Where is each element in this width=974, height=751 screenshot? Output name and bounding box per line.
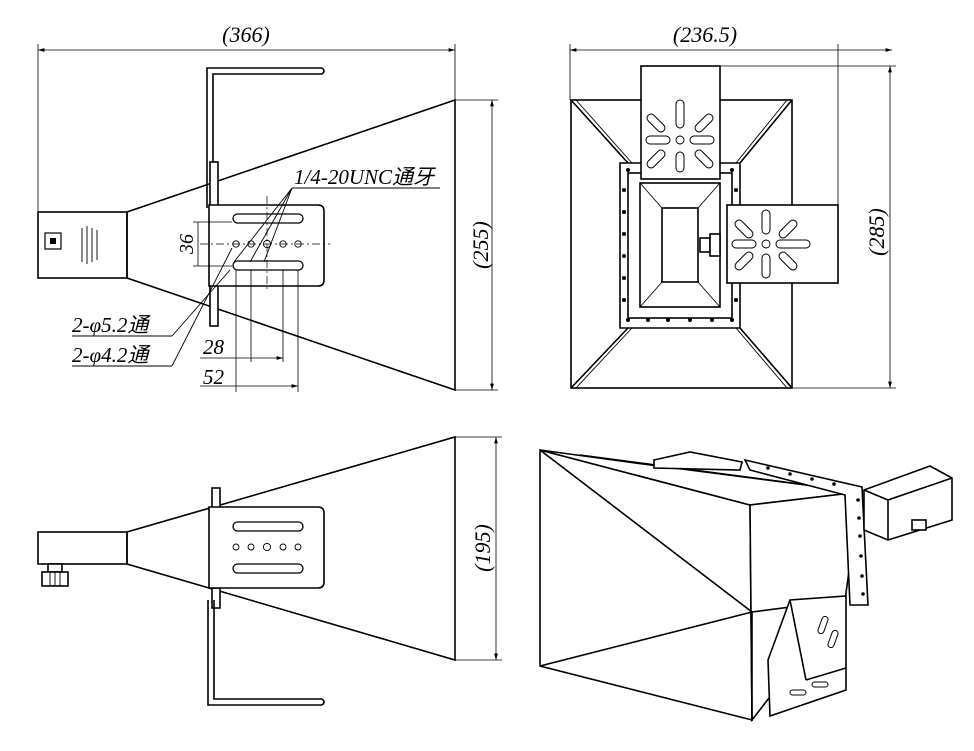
connector-stub-nut: [709, 233, 721, 257]
hole-note-1-label: 2-φ5.2通: [72, 313, 151, 337]
slot-spacing-label: 36: [176, 234, 198, 255]
hole-note-2-leader: [171, 247, 233, 367]
horn-edge-br: [739, 327, 793, 389]
horn-edge-tl: [570, 99, 629, 164]
horn-outline: [126, 98, 456, 392]
bracket-rod-end: [321, 67, 325, 75]
rotary-plate-top-slots: [645, 99, 715, 173]
rotary-plate-right-center: [761, 239, 771, 249]
leader-line-2: [249, 187, 293, 263]
bottom-mounting-plate: [208, 506, 325, 589]
iso-connector-port: [911, 519, 927, 531]
horn-edge-bl: [570, 327, 629, 389]
bottom-slot-top: [232, 521, 304, 532]
connector-port-center: [50, 238, 56, 244]
horn-edge-tl-2: [575, 99, 633, 164]
horn-edge-bl-2: [575, 327, 633, 389]
iso-flange: [743, 458, 869, 606]
bottom-connector-neck: [47, 563, 63, 573]
bottom-height-label: (195): [470, 524, 495, 572]
thread-note-label: 1/4-20UNC通牙: [294, 165, 436, 189]
bottom-connector-box: [37, 531, 128, 565]
hole-note-1-leader: [171, 269, 231, 337]
leader-line-1: [233, 187, 293, 263]
horn-edge-br-2: [735, 327, 788, 389]
front-height-label: (285): [864, 208, 889, 256]
horn-edge-tr: [739, 99, 793, 164]
bottom-view: (195): [37, 435, 502, 706]
flange: [619, 162, 741, 329]
iso-connector-box: [863, 465, 953, 541]
leader-line-3: [263, 187, 293, 263]
waveguide-inner: [661, 207, 699, 283]
rotary-plate-right-slots: [731, 209, 811, 279]
height-dimension-label: (255): [468, 221, 493, 269]
isometric-view: [539, 448, 953, 723]
mounting-slot-bottom: [232, 260, 304, 271]
hole-note-2-label: 2-φ4.2通: [72, 343, 151, 367]
bottom-slot-bottom: [232, 563, 304, 574]
bottom-bracket-rod-inner: [213, 600, 322, 700]
dimension-28-label: 28: [203, 335, 225, 359]
dimension-52-label: 52: [203, 365, 225, 389]
front-view: (236.5) (285): [569, 22, 896, 389]
iso-bracket-slots: [789, 615, 839, 696]
bottom-horn-outline: [126, 435, 456, 662]
nameplate-text: [81, 226, 98, 264]
bracket-rod-outer: [206, 67, 322, 208]
bracket-clamp-top: [209, 161, 219, 209]
iso-top-plate: [653, 451, 743, 471]
connector-stub: [699, 237, 711, 253]
side-view: (366) (255): [37, 22, 498, 392]
width-dimension-label: (366): [222, 22, 270, 47]
bottom-bracket-clamp-top: [211, 487, 221, 509]
bottom-bracket-rod-outer: [207, 600, 322, 706]
horn-edge-tr-2: [735, 99, 788, 164]
rotary-plate-top-center: [675, 135, 685, 145]
front-width-label: (236.5): [673, 22, 737, 47]
iso-flange-holes: [766, 466, 865, 596]
